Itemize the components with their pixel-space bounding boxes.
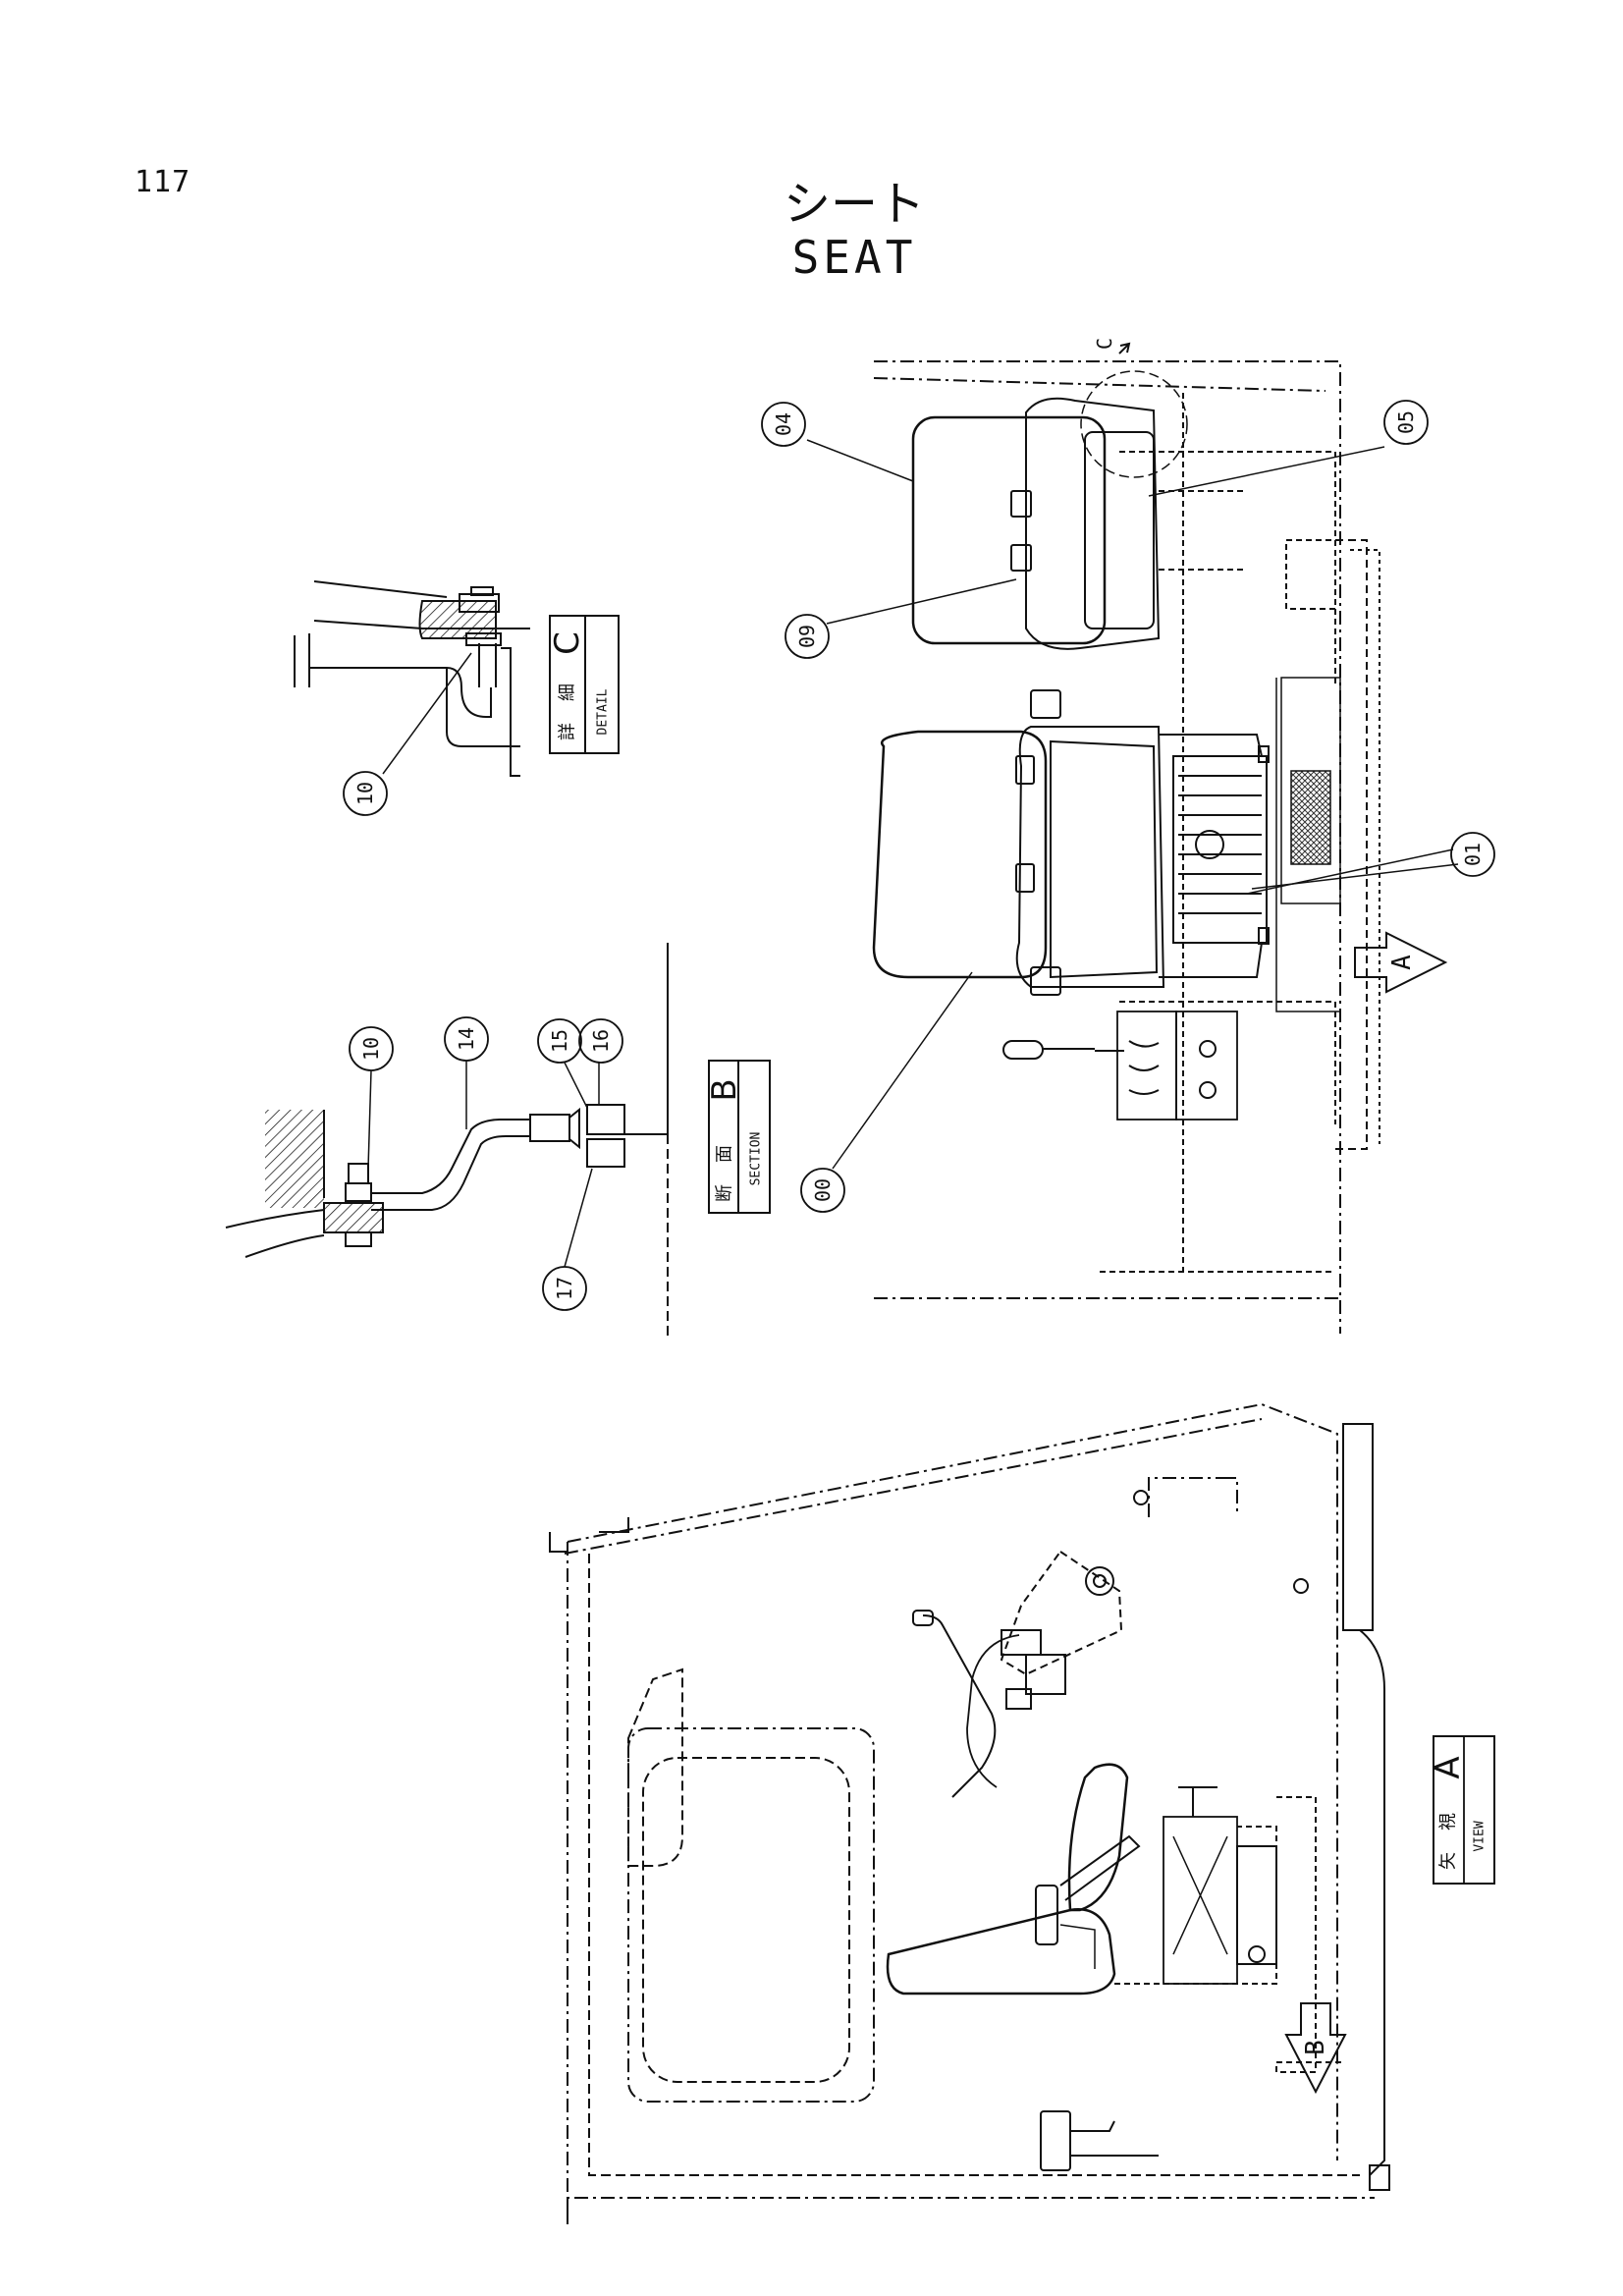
svg-text:細: 細: [558, 683, 578, 701]
callout-09: 09: [784, 614, 830, 659]
callout-16: 16: [578, 1018, 623, 1064]
svg-text:10: 10: [353, 782, 377, 805]
svg-text:面: 面: [715, 1145, 735, 1163]
c-marker-label: C: [1093, 338, 1116, 350]
callout-17: 17: [542, 1266, 587, 1311]
top-view: [872, 360, 1448, 1334]
title-japanese: シート: [783, 177, 925, 232]
callout-10-detail: 10: [343, 771, 388, 816]
c-marker: [1118, 342, 1131, 355]
svg-text:視: 視: [1438, 1813, 1459, 1831]
callout-04: 04: [761, 402, 806, 447]
section-b-drawing: [225, 943, 771, 1336]
svg-text:断: 断: [715, 1184, 735, 1202]
svg-text:15: 15: [548, 1029, 571, 1053]
svg-text:SECTION: SECTION: [749, 1132, 764, 1186]
svg-text:10: 10: [359, 1037, 383, 1061]
control-console: [1002, 1011, 1238, 1121]
svg-text:04: 04: [772, 412, 795, 436]
svg-text:17: 17: [553, 1277, 576, 1300]
svg-text:00: 00: [811, 1178, 835, 1202]
svg-text:C: C: [548, 631, 587, 655]
svg-text:05: 05: [1394, 410, 1418, 434]
svg-text:詳: 詳: [558, 723, 578, 740]
view-arrow-b: [1284, 2002, 1347, 2095]
svg-text:09: 09: [795, 625, 819, 648]
view-a-label: A 矢 視 VIEW: [1429, 1735, 1495, 1885]
svg-text:14: 14: [455, 1027, 478, 1051]
detail-c-label: C 詳 細 DETAIL: [548, 631, 611, 740]
svg-text:01: 01: [1461, 843, 1485, 866]
callout-15: 15: [537, 1018, 582, 1064]
callout-14: 14: [444, 1016, 489, 1062]
arrow-a-label: A: [1387, 955, 1417, 970]
detail-c-drawing: [294, 580, 620, 777]
page-title: シート SEAT: [687, 177, 1021, 283]
front-seat: [872, 677, 1341, 1012]
svg-text:A: A: [1429, 1756, 1468, 1778]
svg-text:16: 16: [589, 1029, 613, 1053]
section-b-label: B 断 面 SECTION: [705, 1078, 764, 1202]
callout-00: 00: [800, 1168, 845, 1213]
svg-text:VIEW: VIEW: [1473, 1821, 1488, 1851]
callout-01: 01: [1450, 832, 1495, 877]
title-english: SEAT: [791, 231, 917, 284]
callout-05: 05: [1383, 400, 1429, 445]
side-view-a: [549, 1402, 1390, 2224]
view-arrow-a: [1354, 931, 1448, 994]
side-seat: [886, 1763, 1317, 2073]
svg-text:B: B: [705, 1078, 744, 1101]
rear-seat: [911, 370, 1336, 650]
svg-text:矢: 矢: [1438, 1852, 1459, 1870]
callout-10-section: 10: [349, 1026, 394, 1071]
page-number: 117: [135, 165, 191, 199]
leader-lines: [367, 439, 1459, 1268]
svg-text:DETAIL: DETAIL: [596, 688, 611, 735]
arrow-b-label: B: [1301, 2040, 1330, 2055]
